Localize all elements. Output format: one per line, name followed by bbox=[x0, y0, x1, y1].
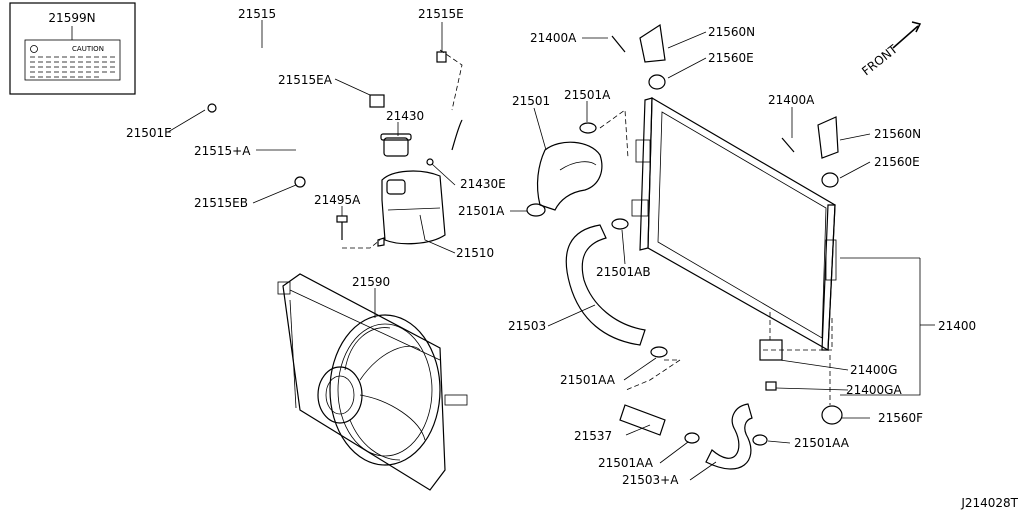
callout-21501A-top: 21501A bbox=[564, 88, 611, 102]
callout-21599N: 21599N bbox=[48, 11, 95, 25]
callout-21503A: 21503+A bbox=[622, 473, 679, 487]
front-label: FRONT bbox=[859, 42, 900, 79]
callout-21400GA: 21400GA bbox=[846, 383, 902, 397]
caution-label-box: 21599N CAUTION bbox=[9, 2, 136, 95]
callout-21515EB: 21515EB bbox=[194, 196, 248, 210]
reservoir-cap-21430 bbox=[380, 133, 412, 157]
caution-text: CAUTION bbox=[72, 45, 104, 53]
front-direction-arrow-icon bbox=[892, 21, 922, 49]
callout-21560F: 21560F bbox=[878, 411, 923, 425]
callout-21501: 21501 bbox=[512, 94, 550, 108]
pipe-21537 bbox=[619, 404, 666, 436]
callout-21400A-top: 21400A bbox=[530, 31, 577, 45]
callout-21515A: 21515+A bbox=[194, 144, 251, 158]
warning-symbol-icon bbox=[30, 45, 38, 53]
callout-21537: 21537 bbox=[574, 429, 612, 443]
reservoir-tank-21510 bbox=[377, 170, 446, 247]
fan-shroud-21590 bbox=[277, 273, 468, 491]
callout-21430E: 21430E bbox=[460, 177, 506, 191]
callout-21501A-left: 21501A bbox=[458, 204, 505, 218]
callout-21400A-right: 21400A bbox=[768, 93, 815, 107]
callout-21515E: 21515E bbox=[418, 7, 464, 21]
radiator-21400 bbox=[631, 96, 837, 352]
callout-21501AA-right: 21501AA bbox=[794, 436, 850, 450]
callout-21501AA-mid: 21501AA bbox=[560, 373, 616, 387]
callout-21515EA: 21515EA bbox=[278, 73, 333, 87]
reservoir-hose-21515a bbox=[290, 101, 380, 181]
callout-21515: 21515 bbox=[238, 7, 276, 21]
drawing-code: J214028T bbox=[960, 496, 1018, 510]
callout-21495A: 21495A bbox=[314, 193, 361, 207]
callout-21430: 21430 bbox=[386, 109, 424, 123]
callout-21400: 21400 bbox=[938, 319, 976, 333]
callout-21400G: 21400G bbox=[850, 363, 897, 377]
leader-lines bbox=[167, 20, 935, 481]
callout-21560N-top: 21560N bbox=[708, 25, 755, 39]
callout-21503: 21503 bbox=[508, 319, 546, 333]
callout-21510: 21510 bbox=[456, 246, 494, 260]
hose-21503a bbox=[705, 403, 753, 470]
reservoir-hose-21515 bbox=[210, 40, 463, 151]
callout-21560N-right: 21560N bbox=[874, 127, 921, 141]
callout-21501AA-bottom: 21501AA bbox=[598, 456, 654, 470]
callout-21560E-top: 21560E bbox=[708, 51, 754, 65]
upper-hose-21501 bbox=[536, 141, 603, 211]
callout-21501E: 21501E bbox=[126, 126, 172, 140]
callout-21501AB: 21501AB bbox=[596, 265, 651, 279]
callout-21590: 21590 bbox=[352, 275, 390, 289]
callout-21560E-right: 21560E bbox=[874, 155, 920, 169]
lower-hose-21503 bbox=[565, 224, 646, 346]
callout-labels: 21515 21515E 21515EA 21430 21501E 21515+… bbox=[126, 7, 976, 487]
